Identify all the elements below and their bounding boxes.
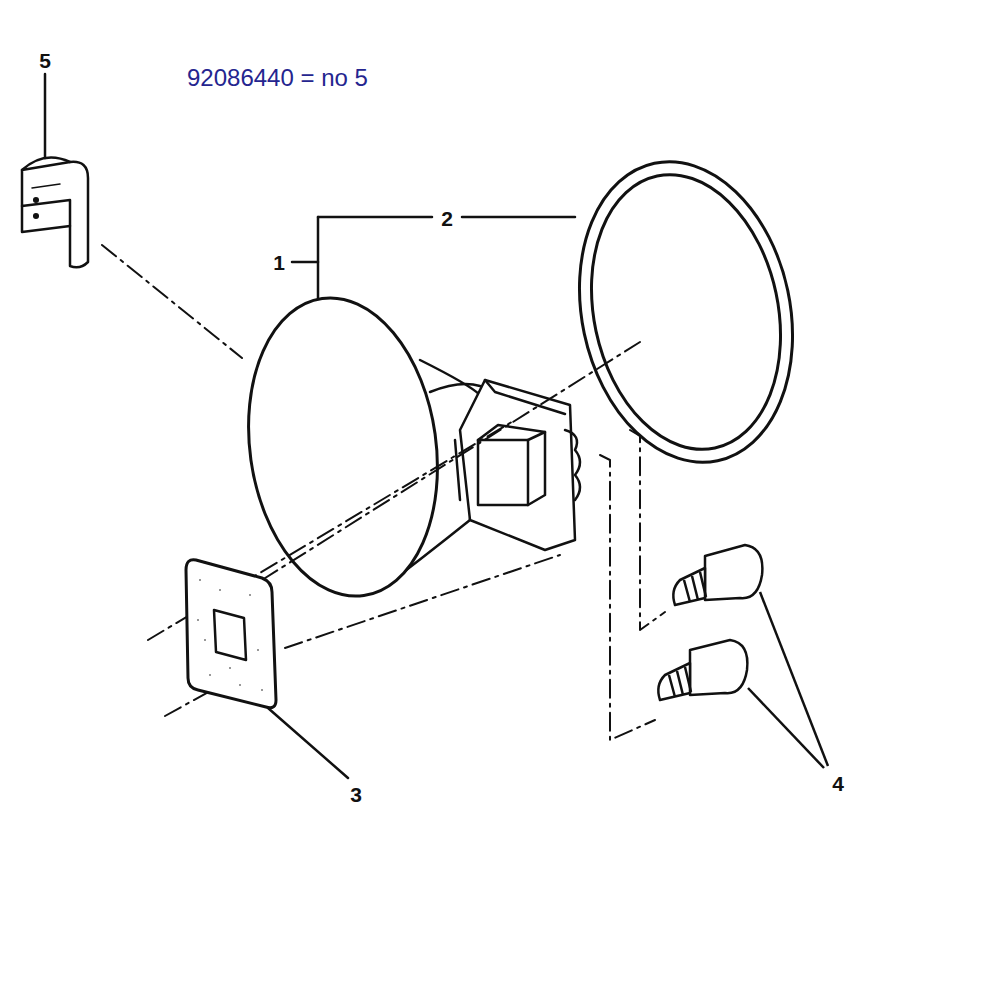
- gasket-opening: [214, 610, 246, 660]
- texture-dot: [249, 594, 251, 596]
- leader-line: [268, 708, 348, 778]
- bracket-line: [292, 261, 318, 264]
- texture-dot: [261, 689, 263, 691]
- horn-housing: [460, 380, 575, 550]
- texture-dot: [219, 589, 221, 591]
- clip-fold: [22, 158, 70, 171]
- texture-dot: [257, 649, 259, 651]
- part-number-note: 92086440 = no 5: [187, 66, 368, 90]
- horn-neck: [430, 384, 480, 392]
- ring-part-inner: [567, 157, 805, 467]
- screw-thread: [684, 572, 706, 602]
- texture-dot: [229, 667, 231, 669]
- ring-part: [553, 142, 820, 483]
- screw-head: [690, 640, 747, 695]
- bracket-line: [318, 216, 432, 219]
- centre-line: [262, 342, 640, 580]
- centre-line: [102, 245, 242, 358]
- callout-number: 3: [350, 784, 362, 805]
- clip-detail: [32, 184, 60, 188]
- texture-dot: [197, 619, 199, 621]
- texture-dot: [204, 639, 206, 641]
- centre-line: [600, 455, 655, 740]
- screw-thread: [669, 667, 691, 697]
- gasket-part: [186, 560, 276, 708]
- centre-line: [630, 430, 665, 630]
- callout-number: 1: [273, 252, 285, 273]
- horn-disc: [230, 286, 456, 609]
- callout-number: 2: [441, 208, 453, 229]
- leader-line: [44, 74, 47, 158]
- bracket-line: [317, 217, 320, 300]
- screw-head: [705, 545, 762, 600]
- callout-number: 4: [832, 773, 844, 794]
- clip-rivet: [34, 198, 38, 202]
- connector-side: [528, 432, 545, 505]
- texture-dot: [199, 579, 201, 581]
- texture-dot: [239, 684, 241, 686]
- leader-line: [760, 592, 828, 766]
- clip-rivet: [34, 214, 38, 218]
- screw-shank: [658, 663, 690, 700]
- mount-edge: [455, 440, 460, 500]
- bracket-line: [462, 216, 575, 219]
- connector-block: [478, 440, 528, 505]
- gasket-texture: [197, 579, 263, 691]
- callout-number: 5: [39, 50, 51, 71]
- clip-part: [22, 162, 88, 268]
- leader-line: [748, 688, 824, 768]
- texture-dot: [209, 674, 211, 676]
- clip-plate: [22, 206, 70, 232]
- terminal-pins: [565, 430, 580, 500]
- centre-line: [285, 555, 560, 648]
- screw-shank: [673, 568, 705, 605]
